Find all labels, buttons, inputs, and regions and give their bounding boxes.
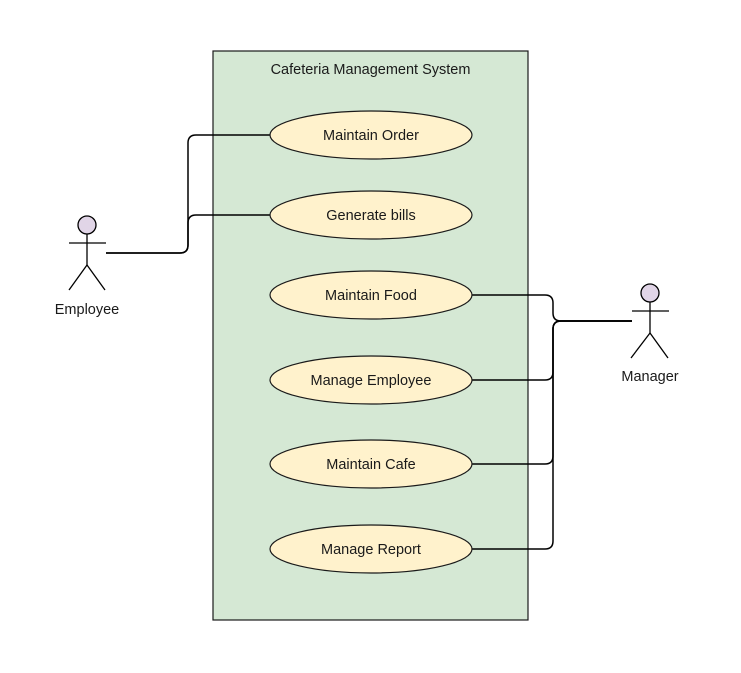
use-case-maintain-order[interactable]: Maintain Order: [269, 110, 473, 160]
association-manager-maintain-food[interactable]: [472, 294, 632, 322]
use-case-manage-report[interactable]: Manage Report: [269, 524, 473, 574]
use-case-label: Maintain Cafe: [326, 457, 415, 473]
use-case-label: Maintain Order: [323, 128, 419, 144]
actor-label-employee: Employee: [55, 302, 119, 318]
stick-figure-icon: [68, 215, 106, 291]
system-title: Cafeteria Management System: [271, 62, 471, 78]
use-case-label: Generate bills: [326, 208, 415, 224]
actor-head: [640, 283, 660, 303]
use-case-maintain-cafe[interactable]: Maintain Cafe: [269, 439, 473, 489]
use-case-manage-employee[interactable]: Manage Employee: [269, 355, 473, 405]
actor-manager[interactable]: Manager: [621, 283, 679, 385]
use-case-generate-bills[interactable]: Generate bills: [269, 190, 473, 240]
actor-label-manager: Manager: [621, 369, 678, 385]
use-case-label: Maintain Food: [325, 288, 417, 304]
use-case-label: Manage Report: [321, 542, 421, 558]
stick-figure-icon: [630, 283, 669, 359]
actor-employee[interactable]: Employee: [55, 215, 119, 318]
use-case-label: Manage Employee: [311, 373, 432, 389]
association-employee-generate-bills[interactable]: [106, 214, 270, 254]
association-manager-manage-report[interactable]: [472, 320, 632, 550]
actor-head: [77, 215, 97, 235]
use-case-maintain-food[interactable]: Maintain Food: [269, 270, 473, 320]
association-lines: [106, 134, 632, 550]
